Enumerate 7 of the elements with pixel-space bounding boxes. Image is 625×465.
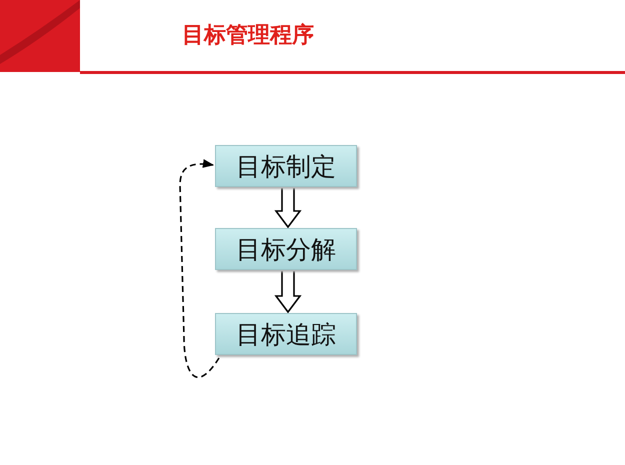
process-box: 目标分解 (215, 228, 357, 270)
process-box: 目标追踪 (215, 313, 357, 355)
block-arrow (274, 270, 302, 314)
process-box: 目标制定 (215, 145, 357, 187)
feedback-arrow (179, 159, 220, 378)
slide-title: 目标管理程序 (182, 21, 314, 50)
block-arrow (274, 187, 302, 228)
